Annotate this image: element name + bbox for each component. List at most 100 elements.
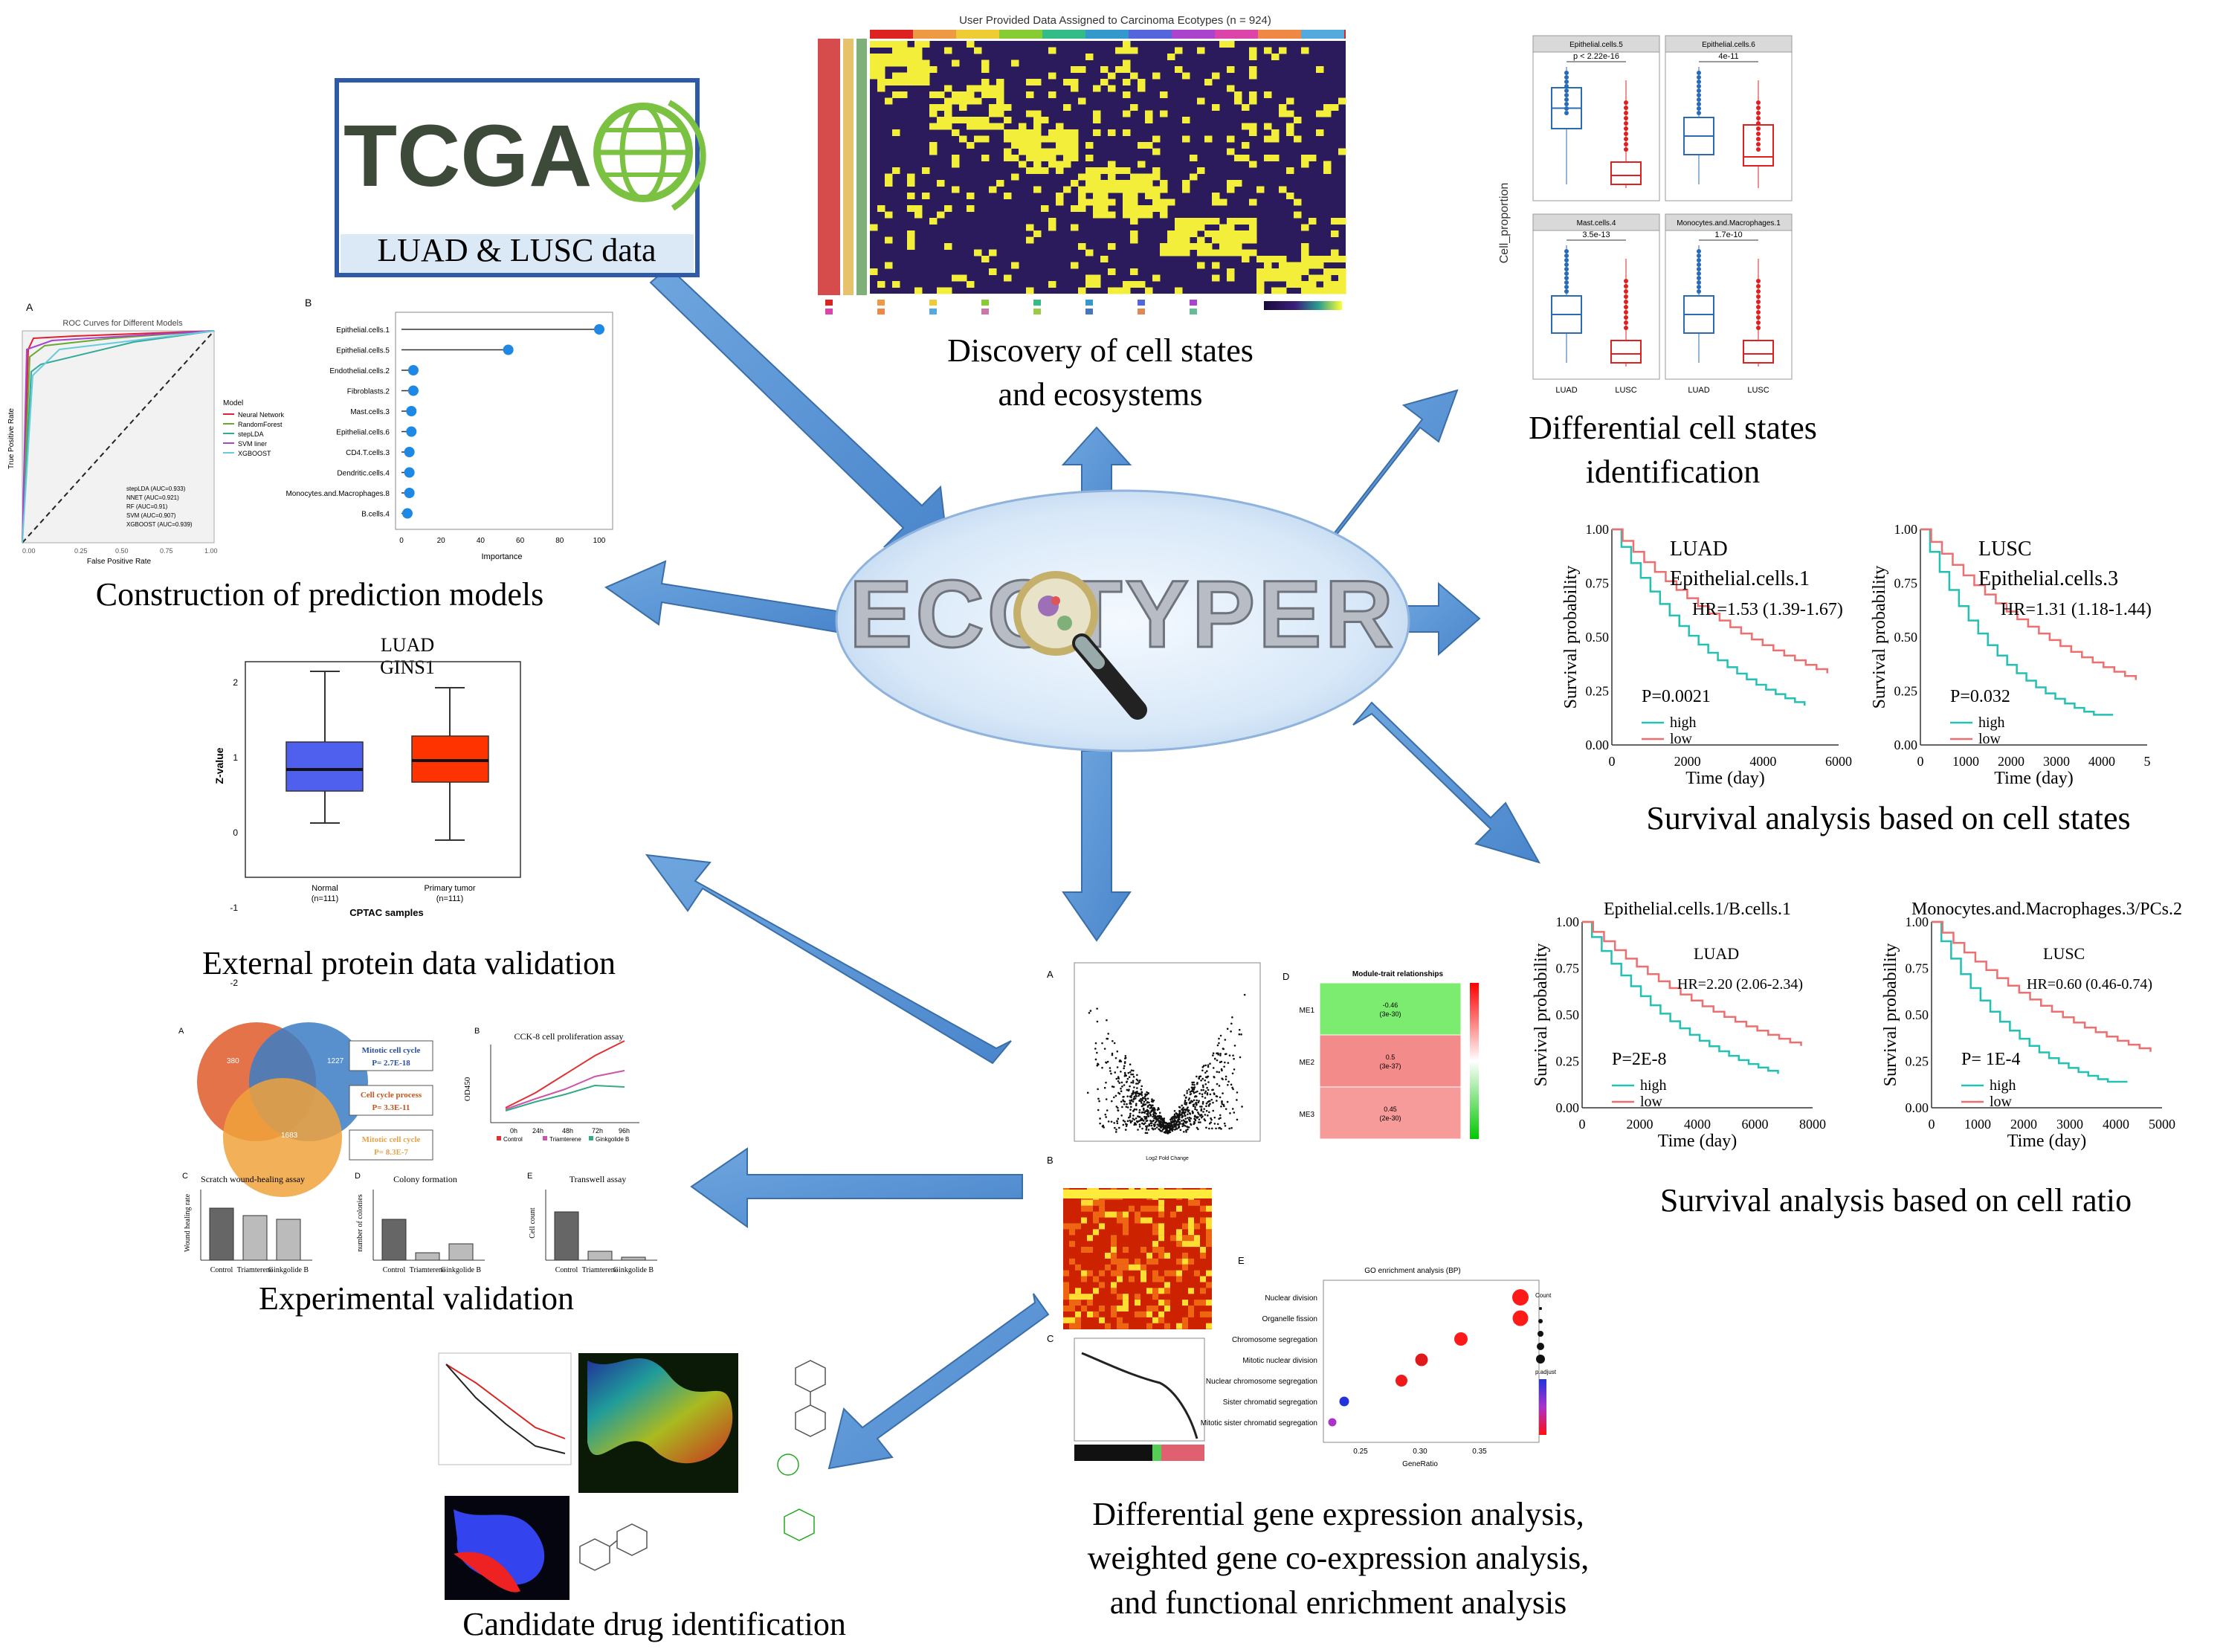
module-heat-cell bbox=[1152, 1247, 1158, 1253]
heatmap-cell bbox=[937, 104, 945, 111]
heatmap-cell bbox=[1093, 199, 1101, 206]
volcano-point bbox=[1209, 1103, 1211, 1106]
heatmap-cell bbox=[1026, 142, 1034, 149]
volcano-point bbox=[1126, 1120, 1129, 1123]
heatmap-cell bbox=[1093, 110, 1101, 117]
heatmap-cell bbox=[1160, 91, 1168, 98]
heatmap-cell bbox=[1182, 135, 1190, 143]
heatmap-cell bbox=[1004, 135, 1012, 143]
volcano-point bbox=[1117, 1117, 1120, 1120]
heatmap-legend bbox=[825, 300, 1197, 314]
module-heat-cell bbox=[1158, 1288, 1164, 1294]
heatmap-cell bbox=[1026, 135, 1034, 143]
heatmap-cell bbox=[1063, 148, 1071, 155]
heatmap-cell bbox=[981, 135, 990, 143]
volcano-point bbox=[1202, 1085, 1204, 1088]
volcano-point bbox=[1192, 1105, 1195, 1108]
volcano-point bbox=[1204, 1091, 1207, 1094]
cck8-title: CCK-8 cell proliferation assay bbox=[514, 1031, 624, 1042]
heatmap-cell bbox=[1323, 274, 1332, 282]
volcano-point bbox=[1238, 1033, 1241, 1036]
heatmap-cell bbox=[1204, 218, 1213, 225]
heatmap-cell bbox=[1123, 167, 1131, 174]
heatmap-cell bbox=[967, 123, 975, 130]
heatmap-cell bbox=[1063, 155, 1071, 161]
heatmap-cell bbox=[1167, 243, 1175, 250]
volcano-point bbox=[1132, 1114, 1135, 1117]
heatmap-cell bbox=[1011, 135, 1019, 143]
heatmap-cell bbox=[1026, 129, 1034, 136]
heatmap-cell bbox=[981, 256, 990, 262]
heatmap-ecotype-bar bbox=[913, 30, 956, 39]
heatmap-cell bbox=[922, 72, 930, 80]
volcano-point bbox=[1135, 1078, 1138, 1081]
volcano-point bbox=[1210, 1118, 1213, 1121]
volcano-point bbox=[1159, 1117, 1162, 1120]
heatmap-cell bbox=[1041, 148, 1049, 155]
heatmap-cell bbox=[1130, 186, 1138, 193]
volcano-point bbox=[1150, 1124, 1153, 1127]
volcano-point bbox=[1172, 1126, 1175, 1128]
volcano-point bbox=[1206, 1086, 1208, 1089]
volcano-point bbox=[1132, 1098, 1135, 1101]
volcano-point bbox=[1221, 1100, 1223, 1103]
heatmap-cell bbox=[1026, 91, 1034, 98]
volcano-point bbox=[1151, 1098, 1153, 1100]
protein-title-2: GINS1 bbox=[380, 656, 435, 678]
volcano-point bbox=[1212, 1054, 1214, 1056]
boxplot-xlabel-lusc: LUSC bbox=[1615, 386, 1636, 395]
volcano-point bbox=[1204, 1083, 1207, 1085]
heatmap-cell bbox=[907, 173, 915, 181]
heatmap-cell bbox=[1026, 79, 1034, 85]
module-heat-cell bbox=[1123, 1247, 1129, 1253]
volcano-point bbox=[1221, 1103, 1224, 1106]
heatmap-cell bbox=[981, 117, 990, 123]
heatmap-cell bbox=[1242, 249, 1250, 256]
heatmap-cell bbox=[1071, 224, 1079, 231]
wgcna-value: -0.46 bbox=[1383, 1001, 1398, 1009]
volcano-point bbox=[1124, 1054, 1127, 1057]
heatmap-cell bbox=[1338, 274, 1346, 282]
heatmap-legend-swatch bbox=[1138, 300, 1145, 306]
heatmap-cell bbox=[1323, 167, 1332, 174]
heatmap-cell bbox=[1212, 193, 1220, 199]
module-heat-cell bbox=[1182, 1300, 1188, 1306]
heatmap-cell bbox=[1063, 104, 1071, 111]
volcano-point bbox=[1233, 1057, 1235, 1060]
heatmap-cell bbox=[892, 54, 900, 60]
heatmap-cell bbox=[1219, 243, 1227, 250]
module-heat-cell bbox=[1206, 1241, 1212, 1248]
heatmap-cell bbox=[1048, 91, 1056, 98]
volcano-point bbox=[1181, 1104, 1184, 1107]
volcano-point bbox=[1221, 1077, 1223, 1080]
volcano-point bbox=[1209, 1093, 1212, 1096]
heatmap-cell bbox=[1123, 47, 1131, 54]
module-heat-cell bbox=[1075, 1317, 1081, 1323]
volcano-point bbox=[1193, 1103, 1196, 1106]
km-cancer: LUAD bbox=[1670, 538, 1728, 561]
outlier-lusc bbox=[1756, 111, 1761, 115]
module-heat-cell bbox=[1140, 1217, 1146, 1224]
volcano-point bbox=[1132, 1093, 1135, 1095]
heatmap-cell bbox=[1056, 193, 1064, 199]
volcano-point bbox=[1125, 1074, 1128, 1077]
heatmap-cell bbox=[892, 281, 900, 288]
heatmap-cell bbox=[989, 110, 997, 117]
heatmap-cell bbox=[996, 180, 1004, 187]
heatmap-cell bbox=[1093, 167, 1101, 174]
volcano-point bbox=[1145, 1115, 1148, 1118]
heatmap-cell bbox=[952, 59, 960, 67]
heatmap-cell bbox=[1138, 161, 1146, 168]
heatmap-cell bbox=[914, 79, 923, 85]
heatmap-cell bbox=[1182, 186, 1190, 193]
volcano-point bbox=[1152, 1100, 1154, 1103]
caption-drug: Candidate drug identification bbox=[462, 1606, 846, 1642]
volcano-point bbox=[1173, 1119, 1176, 1122]
volcano-point bbox=[1219, 1053, 1222, 1055]
heatmap-legend-swatch bbox=[1190, 309, 1197, 314]
heatmap-cell bbox=[1323, 256, 1332, 262]
module-heat-cell bbox=[1200, 1252, 1206, 1259]
volcano-point bbox=[1140, 1119, 1143, 1121]
heatmap-cell bbox=[1294, 199, 1302, 206]
